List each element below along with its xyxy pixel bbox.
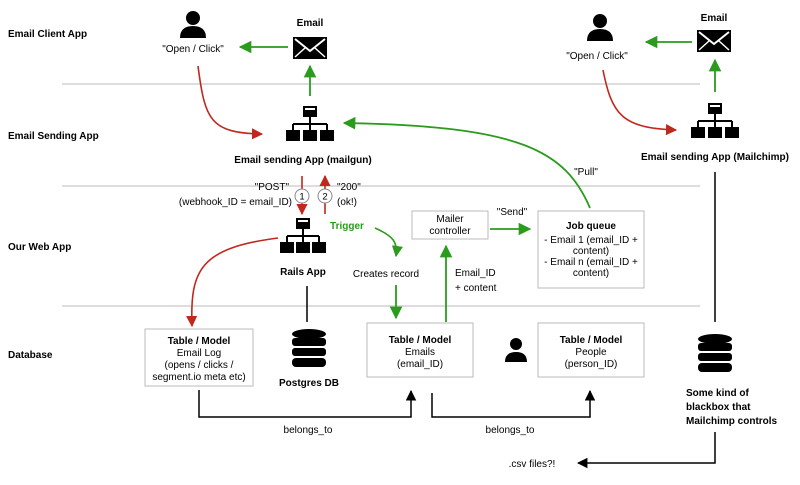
lane-label-database: Database [8,350,53,361]
table-people [537,322,645,378]
email-id-label: Email_ID [455,268,496,279]
job-queue-line: - Email 1 (email_ID + [544,235,638,246]
envelope-icon [293,37,327,59]
blackbox-label: blackbox that [686,402,751,413]
rails-app-label: Rails App [280,267,326,278]
mailchimp-label: Email sending App (Mailchimp) [641,152,789,163]
mailgun-label: Email sending App (mailgun) [234,155,371,166]
user-icon [587,14,613,41]
step-1-number: 1 [299,192,304,203]
people-name: People [575,347,607,358]
creates-record-label: Creates record [353,269,419,280]
step-1-badge [294,188,310,204]
arrow-open-event [197,65,264,140]
user-icon [505,338,527,362]
email-log-line: segment.io meta etc) [152,372,245,383]
mailer-label: Mailer [436,214,464,225]
database-icon [292,329,326,367]
job-queue-line: content) [573,268,609,279]
belongs-to-label: belongs_to [486,425,535,436]
emails-name: Emails [405,347,435,358]
network-icon [280,218,326,253]
send-label: "Send" [497,207,528,218]
lane-label-email-sending: Email Sending App [8,131,99,142]
belongs-to-label: belongs_to [284,425,333,436]
people-line: (person_ID) [565,359,618,370]
blackbox-label: Some kind of [686,388,749,399]
job-queue-line: content) [573,246,609,257]
relation-emails-to-people [431,389,596,418]
status-200-label: "200" [337,182,361,193]
open-click-label: "Open / Click" [162,44,224,55]
emails-line: (email_ID) [397,359,443,370]
email-log-title: Table / Model [168,336,231,347]
database-icon [698,334,732,372]
pull-label: "Pull" [574,167,598,178]
status-ok-label: (ok!) [337,197,357,208]
arrow-pull [342,116,591,209]
job-queue-box [537,210,645,289]
plus-content-label: + content [455,283,497,294]
mailer-controller-box [411,210,489,240]
table-email-log [144,328,254,387]
open-click-label: "Open / Click" [566,51,628,62]
arrow-csv-export [576,432,716,469]
csv-label: .csv files?! [509,459,556,470]
network-icon [691,103,739,138]
email-label: Email [701,13,728,24]
arrow-log-event [186,237,279,328]
people-title: Table / Model [560,335,623,346]
postgres-label: Postgres DB [279,378,339,389]
trigger-label: Trigger [330,221,364,232]
lane-label-email-client: Email Client App [8,29,87,40]
step-2-number: 2 [322,192,327,203]
post-sublabel: (webhook_ID = email_ID) [179,197,292,208]
lane-label-web-app: Our Web App [8,242,71,253]
network-icon [286,106,334,141]
envelope-icon [697,30,731,52]
email-log-name: Email Log [177,348,221,359]
job-queue-line: - Email n (email_ID + [544,257,638,268]
arrow-open-event [602,69,678,136]
blackbox-label: Mailchimp controls [686,416,778,427]
post-label: "POST" [255,182,290,193]
table-emails [366,322,474,378]
relation-log-to-emails [198,389,417,418]
arrow-trigger [374,227,403,258]
user-icon [180,11,206,38]
mailer-label: controller [429,226,471,237]
email-log-line: (opens / clicks / [165,360,234,371]
emails-title: Table / Model [389,335,452,346]
email-label: Email [297,18,324,29]
step-2-badge [317,188,333,204]
job-queue-title: Job queue [566,221,616,232]
